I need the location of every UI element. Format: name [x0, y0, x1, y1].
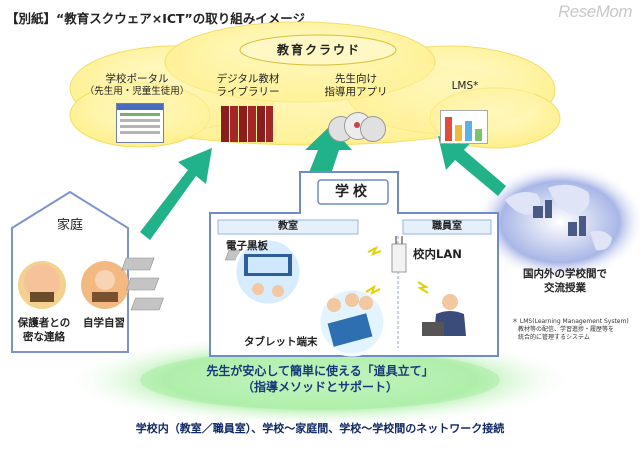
- wireless-router: [391, 243, 407, 273]
- page-title: 【別紙】“教育スクウェア×ICT”の取り組みイメージ: [6, 11, 306, 26]
- classroom-label: 教室: [278, 221, 298, 232]
- cloud-item-portal-sub: （先生用・児童生徒用）: [84, 86, 190, 97]
- home-title: 家庭: [56, 218, 83, 233]
- bar-chart-icon: [440, 110, 488, 144]
- center-message-line2: （指導メソッドとサポート）: [241, 380, 398, 394]
- exchange-line1: 国内外の学校間で: [523, 268, 607, 280]
- tablet-label: タブレット端末: [244, 336, 318, 348]
- book-library-icon: [221, 106, 273, 142]
- disc-icon: [328, 112, 388, 142]
- arrow-home-to-cloud: [140, 148, 212, 240]
- cloud-item-portal-label: 学校ポータル: [105, 73, 169, 85]
- globe-shape: [475, 164, 640, 280]
- cloud-item-library-label: デジタル教材: [216, 73, 280, 85]
- lms-note-1: ＊ LMS(Learning Management System): [512, 318, 629, 325]
- blackboard-label: 電子黒板: [226, 240, 268, 252]
- cloud-item-app-label: 先生向け: [335, 73, 377, 85]
- school-building: [209, 171, 499, 357]
- lms-note-3: 統合的に管理するシステム: [518, 334, 590, 341]
- home-label-self-study: 自学自習: [83, 317, 125, 329]
- cloud-item-app-sub: 指導用アプリ: [324, 86, 388, 98]
- footer-caption: 学校内（教室／職員室）、学校～家庭間、学校～学校間のネットワーク接続: [135, 422, 505, 435]
- cloud-title: 教育クラウド: [276, 43, 361, 57]
- home-label-parent-2: 密な連絡: [23, 331, 65, 343]
- school-title: 学校: [335, 184, 371, 200]
- portal-screen-icon: [116, 103, 164, 143]
- teacher-figure: [442, 294, 458, 310]
- lms-note-2: 教材等の配信、学習進捗・履歴等を: [518, 326, 615, 333]
- cloud-item-lms-label: LMS*: [451, 80, 479, 92]
- exchange-line2: 交流授業: [544, 282, 586, 294]
- center-message-line1: 先生が安心して簡単に使える「道具立て」: [206, 364, 434, 378]
- resemom-logo: ReseMom: [558, 2, 632, 21]
- lan-label: 校内LAN: [413, 247, 462, 261]
- home-label-parent-1: 保護者との: [17, 317, 71, 329]
- cloud-item-library-sub: ライブラリー: [216, 86, 280, 98]
- staffroom-label: 職員室: [432, 221, 462, 232]
- arrow-globe-to-cloud: [438, 136, 506, 196]
